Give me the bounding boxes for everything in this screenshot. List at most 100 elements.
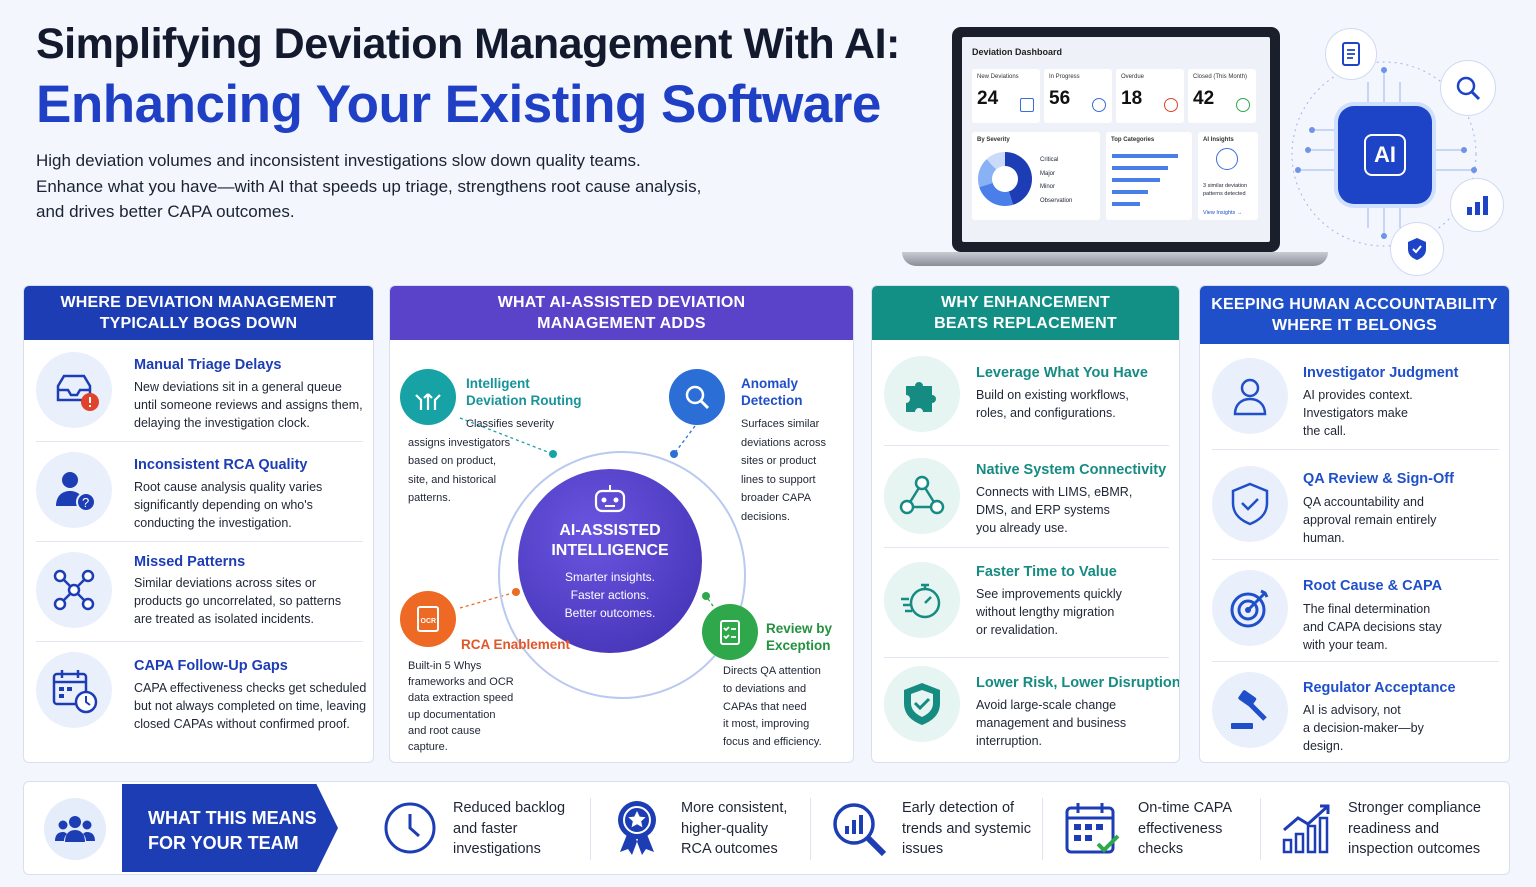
item-desc: Build on existing workflows,roles, and c…: [976, 386, 1129, 422]
checklist-icon: [702, 604, 758, 660]
routing-icon: [400, 369, 456, 425]
clock-icon: [1092, 98, 1106, 112]
category-bar: [1112, 166, 1168, 170]
center-ring: [498, 451, 746, 699]
benefit-line: effectiveness: [1138, 820, 1223, 837]
benefit-line: More consistent,: [681, 800, 788, 816]
list-item: Leverage What You Have Build on existing…: [884, 340, 1169, 446]
desc-line: human.: [1303, 531, 1345, 545]
category-bar: [1112, 178, 1160, 182]
column-header: WHERE DEVIATION MANAGEMENT TYPICALLY BOGS…: [24, 286, 373, 340]
item-title: Faster Time to Value: [976, 564, 1117, 580]
desc-line: Connects with LIMS, eBMR,: [976, 485, 1133, 499]
desc-line: are treated as isolated incidents.: [134, 612, 314, 626]
center-title-line: AI-ASSISTED: [559, 522, 661, 539]
insights-line: 3 similar deviation: [1203, 183, 1248, 189]
intro-line: and drives better CAPA outcomes.: [36, 202, 295, 221]
kpi-label: New Deviations: [977, 74, 1019, 80]
desc-line: delaying the investigation clock.: [134, 416, 310, 430]
desc-line: design.: [1303, 739, 1344, 753]
desc-line: QA accountability and: [1303, 495, 1424, 509]
desc-line: patterns.: [408, 492, 451, 504]
categories-panel: Top Categories: [1106, 132, 1192, 220]
award-icon: [612, 796, 662, 863]
ai-circuit-lines: [1291, 61, 1477, 247]
benefit-line: On-time CAPA: [1138, 800, 1233, 816]
category-bar: [1112, 154, 1178, 158]
desc-line: without lengthy migration: [976, 605, 1115, 619]
view-insights-link[interactable]: View Insights →: [1203, 210, 1243, 216]
desc-line: a decision-maker—by: [1303, 721, 1424, 735]
calendar-check-icon: [1064, 800, 1126, 863]
tagline-line: Better outcomes.: [564, 606, 656, 620]
header-line: KEEPING HUMAN ACCOUNTABILITY: [1211, 296, 1498, 313]
desc-line: approval remain entirely: [1303, 513, 1437, 527]
item-desc: See improvements quickly without lengthy …: [976, 585, 1122, 639]
desc-line: deviations across: [741, 436, 826, 449]
kpi-value: 24: [977, 88, 999, 109]
desc-line: and root cause: [408, 724, 481, 737]
desc-line: capture.: [408, 741, 448, 754]
desc-line: Avoid large-scale change: [976, 698, 1117, 712]
category-bar: [1112, 190, 1148, 194]
team-label-banner: [122, 784, 338, 872]
desc-line: decisions.: [741, 510, 790, 523]
insights-text: 3 similar deviation patterns detected: [1203, 182, 1247, 198]
header-line: BEATS REPLACEMENT: [934, 315, 1117, 332]
page-title: Simplifying Deviation Management With AI…: [36, 20, 900, 68]
brain-icon: [1216, 148, 1238, 170]
header-line: MANAGEMENT ADDS: [537, 315, 706, 332]
kpi-card: New Deviations 24: [972, 69, 1040, 123]
desc-line: data extraction speed: [408, 692, 514, 705]
calendar-clock-icon: [36, 652, 112, 728]
desc-line: sites or product: [741, 455, 817, 467]
list-item: Investigator Judgment AI provides contex…: [1212, 344, 1499, 450]
list-item: ? Inconsistent RCA Quality Root cause an…: [36, 442, 363, 542]
kpi-value: 56: [1049, 88, 1071, 109]
panel-title: Top Categories: [1111, 137, 1155, 143]
nodes-icon: [884, 458, 960, 534]
desc-line: significantly depending on who's: [134, 498, 313, 512]
desc-line: lines to support: [741, 473, 816, 486]
shield-check-icon: [884, 666, 960, 742]
benefit-line: Stronger compliance: [1348, 800, 1481, 816]
header-line: WHERE DEVIATION MANAGEMENT: [60, 294, 337, 311]
puzzle-icon: [884, 356, 960, 432]
desc-line: but not always completed on time, leavin…: [134, 699, 367, 713]
severity-panel: By Severity Critical Major Minor Observa…: [972, 132, 1100, 220]
item-title: CAPA Follow-Up Gaps: [134, 658, 288, 674]
desc-line: based on product,: [408, 455, 497, 467]
kpi-card: Closed (This Month) 42: [1188, 69, 1256, 123]
svg-text:OCR: OCR: [421, 618, 437, 625]
tagline-line: Smarter insights.: [564, 570, 656, 584]
bar-chart-icon: [1450, 178, 1504, 232]
desc-line: management and business: [976, 716, 1127, 730]
desc-line: AI provides context.: [1303, 388, 1413, 402]
ocr-document-icon: OCR: [400, 591, 456, 647]
feature-title-line: Review by: [766, 621, 833, 636]
header-line: TYPICALLY BOGS DOWN: [99, 315, 298, 332]
item-title: Lower Risk, Lower Disruption: [976, 675, 1180, 691]
item-title: QA Review & Sign-Off: [1303, 471, 1454, 487]
insights-line: patterns detected: [1203, 191, 1246, 197]
desc-line: The final determination: [1303, 602, 1431, 616]
desc-line: See improvements quickly: [976, 587, 1122, 601]
item-title: Root Cause & CAPA: [1303, 578, 1443, 594]
panel-title: AI Insights: [1203, 137, 1234, 143]
desc-line: interruption.: [976, 734, 1043, 748]
